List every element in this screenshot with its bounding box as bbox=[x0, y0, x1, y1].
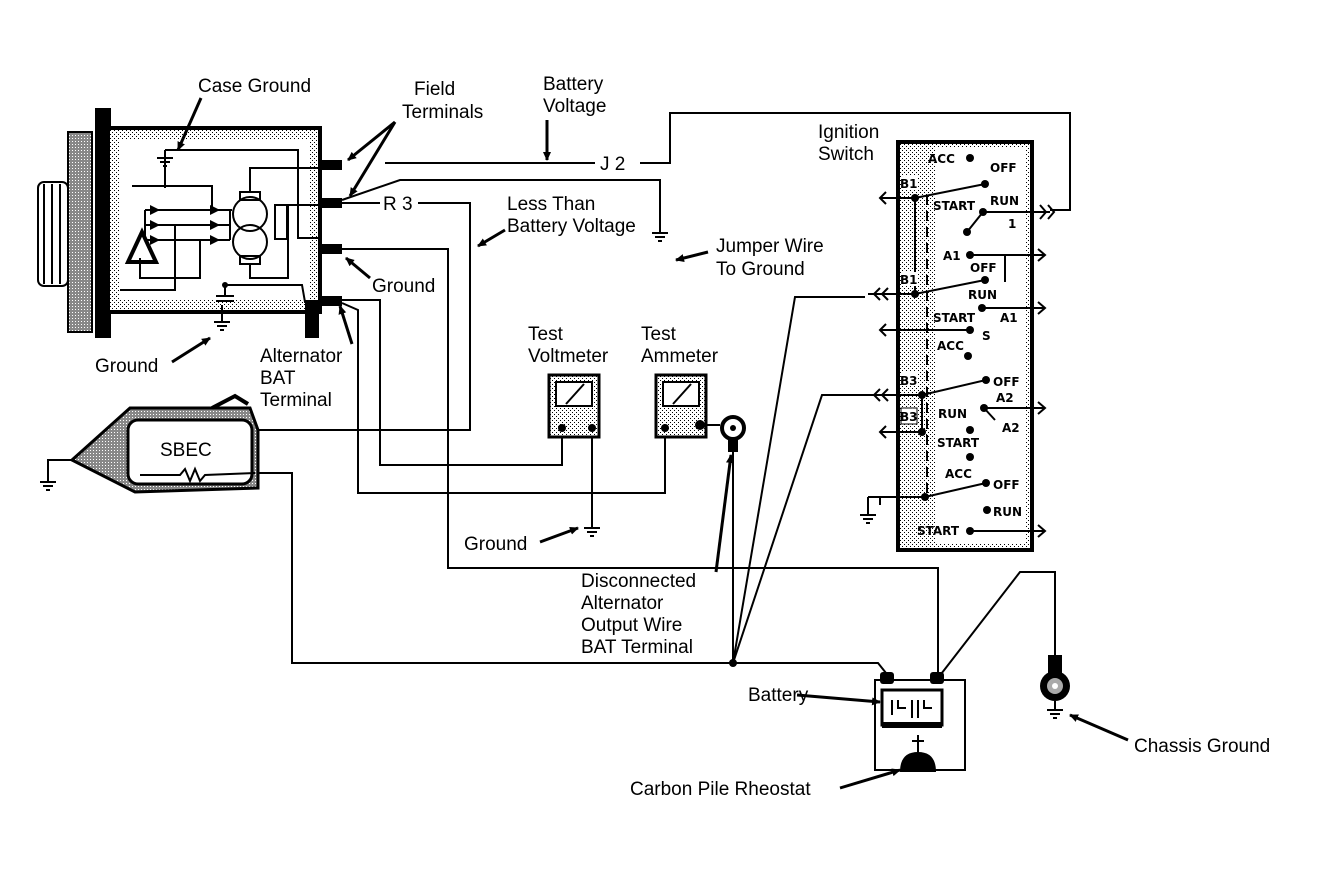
ground-terminal[interactable] bbox=[320, 244, 342, 254]
battery-positive-post[interactable] bbox=[880, 672, 894, 684]
sw-run-2: RUN bbox=[968, 288, 997, 302]
chassis-ground-label: Chassis Ground bbox=[1134, 736, 1270, 757]
j2-wire bbox=[640, 112, 1071, 211]
disconnected-label-2: Alternator bbox=[581, 593, 664, 614]
ground-meters-label: Ground bbox=[464, 534, 527, 555]
ground-terminal-label: Ground bbox=[372, 276, 435, 297]
sw-run-3: RUN bbox=[938, 407, 967, 421]
battery-voltage-label-2: Voltage bbox=[543, 96, 606, 117]
less-than-label-2: Battery Voltage bbox=[507, 216, 636, 237]
sbec-module bbox=[40, 393, 260, 494]
sw-b1-1: B1 bbox=[900, 177, 918, 191]
sw-b3-2: B3 bbox=[900, 410, 918, 424]
sw-off-1: OFF bbox=[990, 161, 1017, 175]
sw-1: 1 bbox=[1008, 217, 1016, 231]
chassis-ground-icon bbox=[1047, 709, 1063, 719]
alternator-ground-icon bbox=[214, 305, 230, 331]
sw-acc-2: ACC bbox=[937, 339, 964, 353]
less-than-label-1: Less Than bbox=[507, 194, 595, 215]
ammeter-wire bbox=[341, 302, 666, 494]
ignition-switch-label-1: Ignition bbox=[818, 122, 879, 143]
jumper-wire-label-2: To Ground bbox=[716, 259, 805, 280]
sw-start-2: START bbox=[933, 311, 976, 325]
meters-ground-icon bbox=[584, 527, 600, 537]
jumper-ground-icon bbox=[652, 232, 668, 242]
alternator-bat-label-2: BAT bbox=[260, 368, 296, 389]
voltmeter-wire bbox=[342, 299, 563, 466]
disconnected-label-3: Output Wire bbox=[581, 615, 682, 636]
battery bbox=[874, 672, 966, 771]
sw-a2-2: A2 bbox=[1002, 421, 1020, 435]
end-frame bbox=[67, 131, 93, 333]
switch-ground-icon bbox=[860, 497, 876, 524]
carbon-pile-label: Carbon Pile Rheostat bbox=[630, 779, 811, 800]
battery-voltage-label-1: Battery bbox=[543, 74, 604, 95]
test-voltmeter bbox=[547, 373, 601, 439]
sw-run-1: RUN bbox=[990, 194, 1019, 208]
diode-bridge-icon bbox=[150, 205, 220, 245]
case-ground-icon bbox=[157, 150, 173, 167]
sw-acc-1: ACC bbox=[928, 152, 955, 166]
field-terminals-label-1: Field bbox=[414, 79, 455, 100]
rotor-icon bbox=[232, 196, 268, 232]
test-ammeter bbox=[654, 373, 708, 439]
r3-wire bbox=[250, 202, 471, 431]
jumper-wire-label-1: Jumper Wire bbox=[716, 236, 824, 257]
jumper-wire bbox=[341, 179, 661, 233]
ground-wire bbox=[342, 248, 939, 678]
sbec-label: SBEC bbox=[160, 440, 212, 461]
sw-s: S bbox=[982, 329, 991, 343]
wiring bbox=[250, 112, 1071, 679]
sw-start-1: START bbox=[933, 199, 976, 213]
sw-start-4: START bbox=[917, 524, 960, 538]
battery-negative-post[interactable] bbox=[930, 672, 944, 684]
ignition-switch-label-2: Switch bbox=[818, 144, 874, 165]
field-coil-icon bbox=[274, 204, 288, 240]
field-terminals-label-2: Terminals bbox=[402, 102, 483, 123]
sw-start-3: START bbox=[937, 436, 980, 450]
sw-a1-1: A1 bbox=[943, 249, 961, 263]
j2-label: J 2 bbox=[600, 154, 625, 175]
resistor-icon bbox=[140, 466, 256, 484]
callout-arrows bbox=[171, 97, 1129, 790]
sw-a2-1: A2 bbox=[996, 391, 1014, 405]
test-voltmeter-label-1: Test bbox=[528, 324, 564, 345]
ignition-switch: ACC OFF B1 START RUN 1 A1 B1 OFF RUN STA… bbox=[860, 140, 1056, 552]
sw-off-4: OFF bbox=[993, 478, 1020, 492]
sw-off-2: OFF bbox=[970, 261, 997, 275]
sbec-sense-wire bbox=[255, 472, 891, 679]
disconnected-label-1: Disconnected bbox=[581, 571, 696, 592]
disconnected-label-4: BAT Terminal bbox=[581, 637, 693, 658]
case-ground-label: Case Ground bbox=[198, 76, 311, 97]
sw-run-4: RUN bbox=[993, 505, 1022, 519]
field-terminal-2[interactable] bbox=[320, 198, 342, 208]
sw-off-3: OFF bbox=[993, 375, 1020, 389]
field-terminal-1[interactable] bbox=[320, 160, 342, 170]
connector-arrows bbox=[872, 191, 1056, 538]
carbon-pile-rheostat[interactable] bbox=[900, 735, 936, 772]
stator-icon bbox=[124, 227, 160, 264]
sw-a1-2: A1 bbox=[1000, 311, 1018, 325]
ammeter-needle bbox=[672, 383, 692, 405]
alternator-bat-label-1: Alternator bbox=[260, 346, 343, 367]
r3-label: R 3 bbox=[383, 194, 413, 215]
test-ammeter-label-2: Ammeter bbox=[641, 346, 719, 367]
test-ammeter-label-1: Test bbox=[641, 324, 677, 345]
inductive-clamp bbox=[720, 415, 746, 452]
chassis-wire bbox=[937, 571, 1056, 679]
test-voltmeter-label-2: Voltmeter bbox=[528, 346, 609, 367]
sw-acc-3: ACC bbox=[945, 467, 972, 481]
chassis-ground-clamp bbox=[1040, 655, 1070, 719]
battery-label: Battery bbox=[748, 685, 809, 706]
alternator-bat-terminal[interactable] bbox=[320, 296, 342, 306]
ground-left-label: Ground bbox=[95, 356, 158, 377]
sbec-ground-icon bbox=[40, 481, 56, 491]
sw-b1-2: B1 bbox=[900, 273, 918, 287]
alternator-bat-label-3: Terminal bbox=[260, 390, 332, 411]
sw-b3-1: B3 bbox=[900, 374, 918, 388]
voltmeter-needle bbox=[565, 383, 585, 405]
alternator bbox=[37, 108, 342, 338]
